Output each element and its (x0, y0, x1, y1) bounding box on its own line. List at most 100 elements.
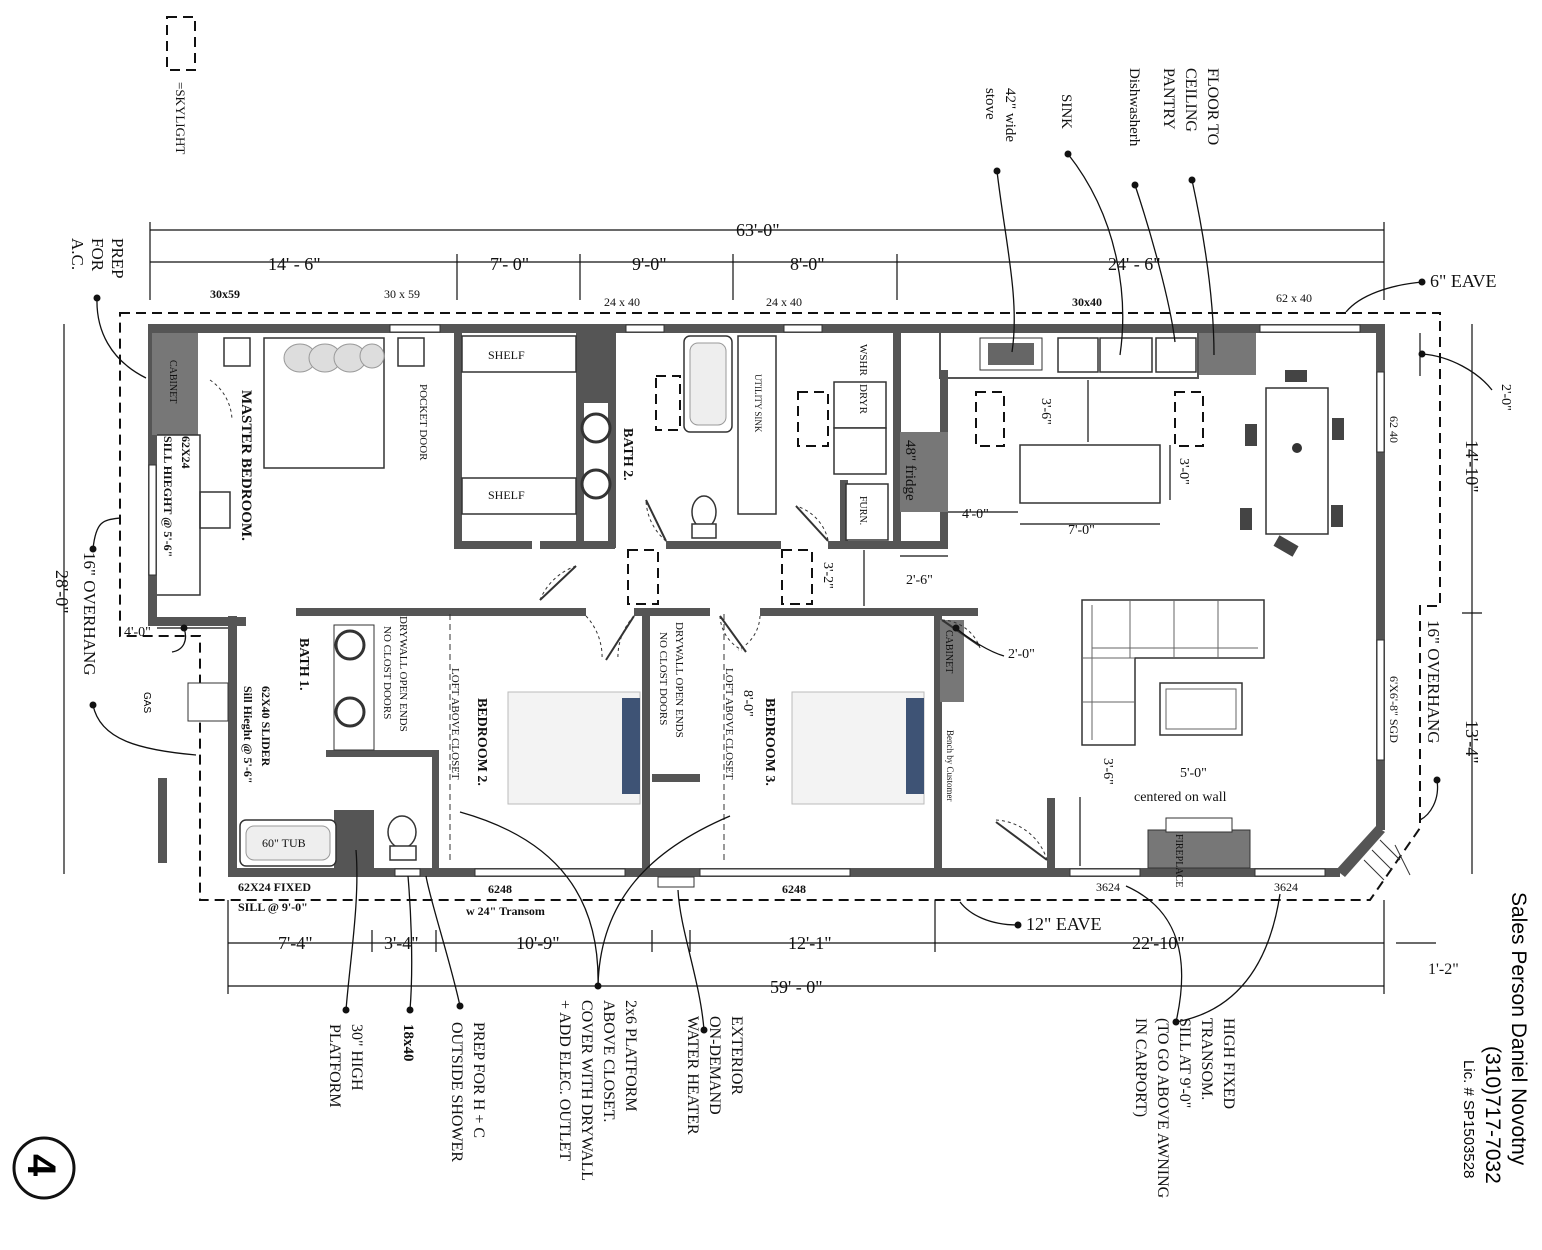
desk-chair (199, 491, 231, 529)
utility-sink-counter (737, 335, 777, 515)
top-dimensions (149, 222, 1385, 300)
sheet-number-circle (12, 1136, 76, 1200)
callout-dishwasher: Dishwasherh (1126, 68, 1176, 343)
clearance-lines (157, 333, 1421, 866)
svg-text:stove: stove (982, 88, 998, 120)
dryer (833, 427, 887, 475)
slider-door-label: 6'X6'-8" SGD (1387, 676, 1401, 743)
gas-label: GAS (141, 692, 152, 713)
drywall1-line1: DRYWALL OPEN ENDS (397, 616, 409, 732)
clear-3-6-fireplace: 3'-6" (1100, 758, 1115, 785)
wshr-label: WSHR (857, 344, 869, 376)
callout-18x40: 18x40 (400, 875, 416, 1062)
sofa-cushions (1082, 600, 1258, 740)
dim-bottom-4: 12'-1" (788, 933, 832, 953)
svg-text:PANTRY: PANTRY (1160, 68, 1177, 130)
bath2-sink-2 (580, 468, 612, 500)
kitchen-island (1019, 444, 1161, 504)
bath1-sink-1 (334, 629, 366, 661)
svg-text:6248: 6248 (782, 882, 806, 896)
svg-text:18x40: 18x40 (400, 1024, 416, 1062)
clear-7-0: 7'-0" (1068, 523, 1095, 538)
fridge-label: 48" fridge (902, 440, 918, 501)
bedroom3-bed (791, 691, 925, 805)
dim-bottom-right-small: 1'-2" (1428, 961, 1459, 978)
svg-text:2x6 PLATFORM: 2x6 PLATFORM (622, 1000, 639, 1112)
svg-text:A.C.: A.C. (68, 238, 87, 270)
svg-text:SILL @ 9'-0": SILL @ 9'-0" (238, 900, 308, 914)
svg-text:12" EAVE: 12" EAVE (1026, 914, 1102, 934)
furn-label: FURN. (857, 496, 868, 525)
master-cabinet-label: CABINET (167, 360, 178, 403)
tub-label: 60" TUB (262, 836, 306, 850)
left-window-2: 62X40 SLIDER (259, 686, 273, 767)
svg-text:Dishwasherh: Dishwasherh (1126, 68, 1142, 147)
svg-text:3624: 3624 (1096, 880, 1120, 894)
callout-30-platform: 30" HIGH PLATFORM (326, 849, 365, 1108)
dryr-label: DRYR (857, 384, 869, 415)
washer (833, 381, 887, 429)
drywall2-line2: NO CLOST DOORS (657, 632, 669, 725)
callout-prep-ac: PREP FOR A.C. (68, 238, 147, 379)
bench-label: Bench by Customer (945, 730, 955, 802)
nightstand-1 (223, 337, 251, 367)
svg-text:w 24" Transom: w 24" Transom (466, 904, 545, 918)
utility-sink-label: UTILITY SINK (753, 374, 763, 433)
svg-text:FOR: FOR (88, 238, 107, 272)
shelf1-label: SHELF (488, 348, 525, 362)
svg-text:30" HIGH: 30" HIGH (348, 1024, 365, 1091)
callout-pantry: FLOOR TO CEILING PANTRY (1160, 68, 1221, 356)
dim-right-top: 14'-10" (1462, 440, 1482, 493)
overhang-left-label: 16" OVERHANG (80, 552, 99, 676)
svg-text:EXTERIOR: EXTERIOR (728, 1016, 745, 1095)
clear-8-0: 8'-0" (740, 690, 755, 717)
callout-outside-shower: PREP FOR H + C OUTSIDE SHOWER (425, 875, 487, 1162)
door-swings (209, 379, 1048, 861)
svg-text:ABOVE CLOSET.: ABOVE CLOSET. (600, 1000, 617, 1122)
bar-stools (975, 391, 1204, 447)
skylight-legend-symbol (166, 16, 196, 71)
fireplace (1147, 829, 1251, 869)
bath1-label: BATH 1. (296, 638, 311, 691)
clear-4-0-left: 4'-0" (124, 625, 151, 640)
shelf2-label: SHELF (488, 488, 525, 502)
salesperson-block: Sales Person Daniel Novotny (310)717-703… (1460, 892, 1530, 1184)
bottom-dimensions (227, 900, 1385, 994)
coffee-table (1159, 682, 1243, 736)
svg-text:ON-DEMAND: ON-DEMAND (706, 1016, 723, 1115)
svg-text:PLATFORM: PLATFORM (326, 1024, 343, 1108)
callout-transom: HIGH FIXED TRANSOM. SILL AT 9'-0" (TO GO… (1125, 885, 1281, 1199)
bedroom3-label: BEDROOM 3. (762, 698, 777, 786)
sheet-number: 4 (19, 1154, 63, 1177)
svg-text:3624: 3624 (1274, 880, 1298, 894)
drywall1-line2: NO CLOST DOORS (381, 626, 393, 719)
drywall2-line1: DRYWALL OPEN ENDS (673, 622, 685, 738)
nightstand-2 (397, 337, 425, 367)
svg-text:CEILING: CEILING (1182, 68, 1199, 132)
bath2-label: BATH 2. (620, 428, 635, 481)
master-bedroom-label: MASTER BEDROOM. (238, 390, 254, 541)
svg-text:30x40: 30x40 (1072, 295, 1102, 309)
hall-skylight-1 (627, 549, 659, 605)
svg-text:COVER WITH DRYWALL: COVER WITH DRYWALL (578, 1000, 595, 1181)
roof-overhang-outline (119, 312, 1441, 901)
bedroom2-label: BEDROOM 2. (474, 698, 489, 786)
callout-eave-6: 6" EAVE (1345, 271, 1497, 313)
dining-table (1265, 387, 1329, 535)
hall-skylight-2 (781, 549, 813, 605)
bath1-sink-2 (334, 696, 366, 728)
svg-text:HIGH FIXED: HIGH FIXED (1220, 1018, 1237, 1109)
dim-left-overall: 28'-0" (52, 570, 72, 614)
bedroom2-bed (507, 691, 641, 805)
svg-text:SINK: SINK (1058, 94, 1074, 129)
bath1-toilet (387, 815, 417, 849)
loft2-label: LOFT ABOVE CLOSET (723, 668, 735, 780)
laundry-skylight (797, 391, 829, 447)
bath2-skylight (655, 375, 681, 431)
svg-text:SILL AT 9'-0": SILL AT 9'-0" (1176, 1018, 1193, 1108)
svg-text:PREP: PREP (108, 238, 127, 279)
svg-text:OUTSIDE SHOWER: OUTSIDE SHOWER (448, 1022, 465, 1162)
callout-eave-12: 12" EAVE (959, 901, 1102, 934)
svg-text:TRANSOM.: TRANSOM. (1198, 1018, 1215, 1100)
